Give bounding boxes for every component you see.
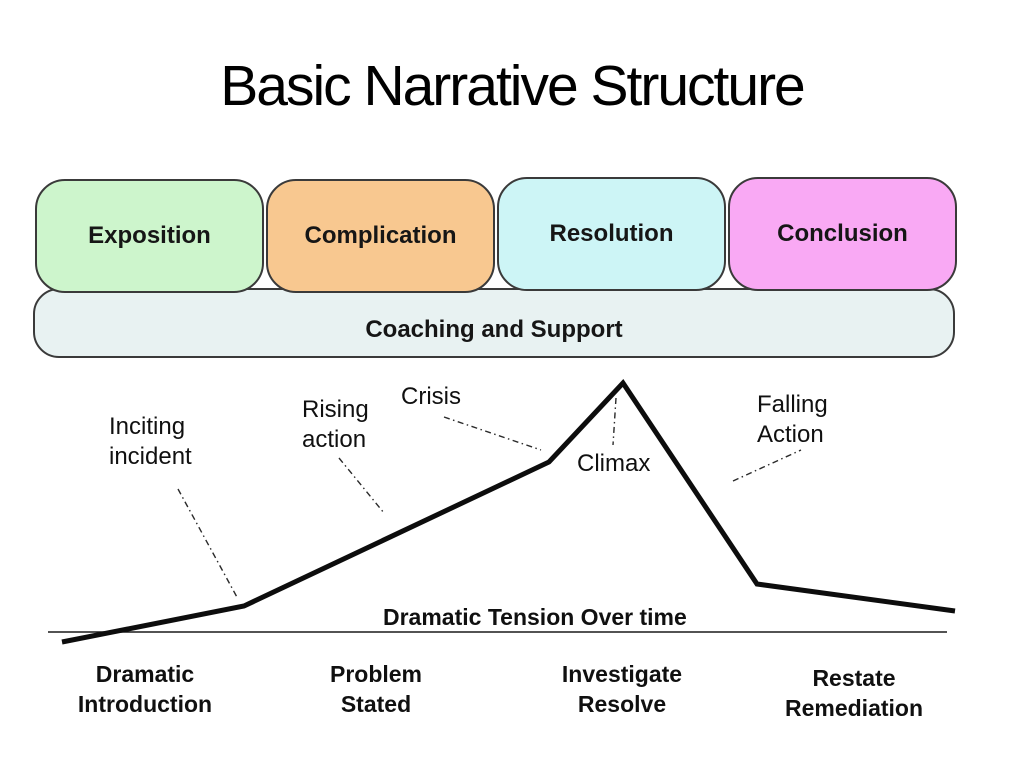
annotation-falling-action: Falling Action — [757, 391, 828, 448]
stage-box-exposition: Exposition — [35, 179, 264, 293]
leader-lines — [177, 397, 802, 600]
annotation-climax: Climax — [577, 450, 651, 477]
coaching-support-label: Coaching and Support — [365, 316, 623, 343]
stage-label: Exposition — [88, 222, 211, 249]
stage-label: Conclusion — [777, 220, 908, 247]
page-title: Basic Narrative Structure — [220, 54, 806, 118]
leader-line — [612, 397, 617, 446]
x-axis-title: Dramatic Tension Over time — [383, 604, 687, 630]
tension-curve — [61, 378, 956, 645]
phase-label-investigate-resolve: Investigate Resolve — [561, 661, 683, 717]
leader-line — [443, 416, 542, 451]
annotation-crisis: Crisis — [401, 383, 461, 410]
annotation-rising-action: Rising action — [302, 396, 369, 453]
leader-line — [732, 449, 802, 482]
phase-label-restate-remediation: Restate Remediation — [784, 665, 924, 721]
stage-label: Complication — [304, 222, 457, 249]
stage-label: Resolution — [549, 220, 674, 247]
stage-box-conclusion: Conclusion — [728, 177, 957, 291]
phase-label-dramatic-introduction: Dramatic Introduction — [77, 661, 213, 717]
leader-line — [338, 457, 385, 514]
stage-box-complication: Complication — [266, 179, 495, 293]
stage-box-resolution: Resolution — [497, 177, 726, 291]
annotation-inciting-incident: Inciting incident — [109, 413, 192, 470]
leader-line — [177, 488, 239, 600]
phase-label-problem-stated: Problem Stated — [329, 661, 423, 717]
coaching-support-bar: Coaching and Support — [33, 288, 955, 358]
